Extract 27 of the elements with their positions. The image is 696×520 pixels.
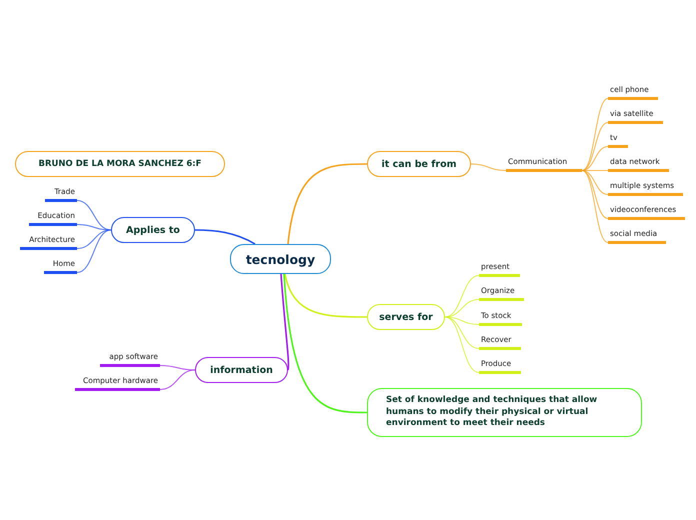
branch-line [444, 316, 480, 373]
central-topic: tecnology [230, 244, 331, 274]
branch-line [284, 274, 367, 318]
branch-line [444, 316, 480, 325]
topic-box: BRUNO DE LA MORA SANCHEZ 6:F [15, 151, 225, 177]
branch-line [287, 163, 367, 244]
branch-line [195, 229, 256, 245]
branch-line [582, 170, 608, 195]
topic-box: Applies to [111, 217, 195, 243]
branch-line [582, 170, 608, 171]
branch-line [280, 274, 290, 370]
branch-line [582, 146, 608, 171]
branch-line [582, 98, 608, 171]
branch-line [444, 316, 480, 349]
branch-line [76, 200, 112, 230]
branch-line [582, 122, 608, 171]
branch-line [470, 164, 506, 171]
topic-box: information [195, 357, 288, 383]
branch-line [76, 230, 112, 273]
branch-line [76, 230, 112, 249]
branch-line [582, 170, 608, 243]
topic-box: serves for [367, 304, 445, 330]
definition-box: Set of knowledge and techniques that allow humans to modify their physical or virtual environment to meet their needs [367, 388, 642, 437]
branch-line [160, 370, 196, 390]
branch-line [444, 275, 480, 318]
branch-line [283, 274, 367, 414]
topic-box: it can be from [367, 151, 471, 177]
